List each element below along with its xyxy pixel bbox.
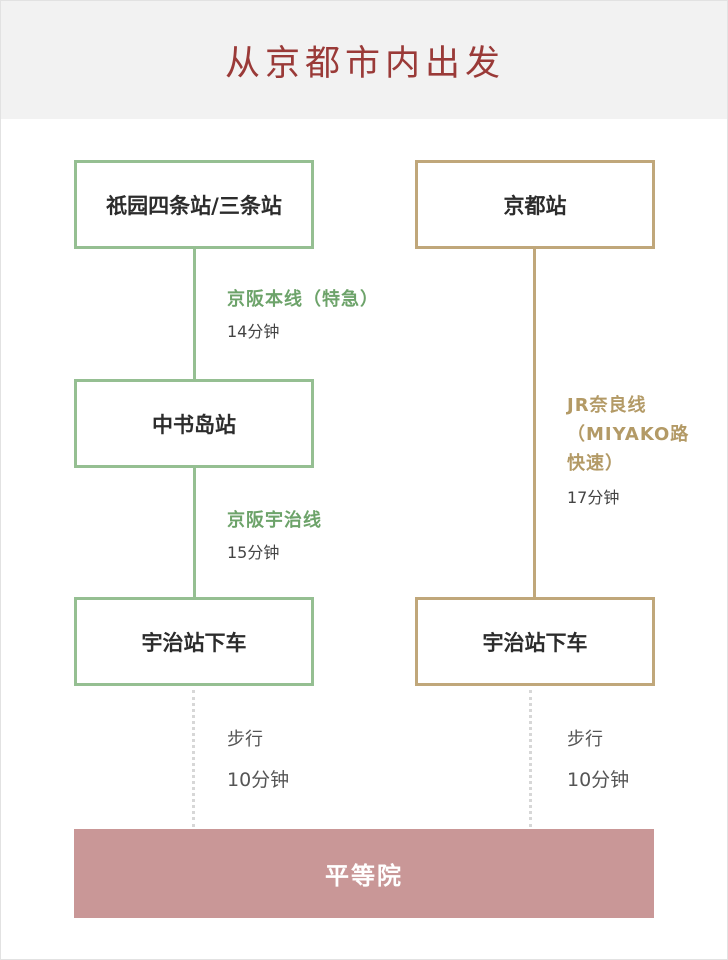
left-walk-path bbox=[192, 690, 195, 827]
left-line-connector-2 bbox=[193, 468, 196, 597]
right-walk-label: 步行 bbox=[567, 729, 603, 750]
left-start-station: 祇园四条站/三条站 bbox=[74, 160, 314, 249]
right-line-label: JR奈良线 （MIYAKO路 快速） bbox=[567, 391, 689, 478]
left-line-connector-1 bbox=[193, 249, 196, 379]
right-start-station: 京都站 bbox=[415, 160, 655, 249]
left-walk-label: 步行 bbox=[227, 729, 263, 750]
right-line-label-3: 快速） bbox=[567, 453, 624, 474]
left-leg1-time: 14分钟 bbox=[227, 322, 280, 341]
left-walk-time: 10分钟 bbox=[227, 769, 290, 791]
right-walk-time: 10分钟 bbox=[567, 769, 630, 791]
right-line-label-1: JR奈良线 bbox=[567, 395, 647, 416]
destination-byodoin: 平等院 bbox=[74, 829, 654, 918]
left-leg2-line-label: 京阪宇治线 bbox=[227, 510, 322, 531]
right-line-time: 17分钟 bbox=[567, 488, 620, 507]
left-transfer-station: 中书岛站 bbox=[74, 379, 314, 468]
left-leg2-time: 15分钟 bbox=[227, 543, 280, 562]
right-line-label-2: （MIYAKO路 bbox=[567, 424, 690, 445]
right-walk-info: 步行 10分钟 bbox=[567, 725, 629, 792]
right-arrival-station: 宇治站下车 bbox=[415, 597, 655, 686]
right-line-connector bbox=[533, 249, 536, 597]
left-walk-info: 步行 10分钟 bbox=[227, 725, 289, 792]
header-band: 从京都市内出发 bbox=[1, 1, 727, 119]
left-leg1-line-label: 京阪本线（特急） bbox=[227, 289, 379, 310]
page-title: 从京都市内出发 bbox=[224, 44, 505, 84]
right-walk-path bbox=[529, 690, 532, 827]
left-arrival-station: 宇治站下车 bbox=[74, 597, 314, 686]
